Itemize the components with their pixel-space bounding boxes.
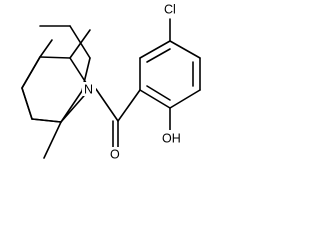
bond xyxy=(21,87,33,120)
bond xyxy=(139,89,171,109)
bond xyxy=(21,56,41,89)
hydroxyl-label-background xyxy=(160,130,184,146)
nitrogen-label: N xyxy=(84,82,93,96)
bond xyxy=(39,56,71,59)
chlorine-label-background xyxy=(162,2,180,16)
bond xyxy=(139,40,171,59)
nitrogen-atom: N xyxy=(82,82,96,96)
bond xyxy=(39,39,53,58)
piperidine-core xyxy=(21,56,91,123)
methyl-bond-top xyxy=(69,29,91,59)
bond xyxy=(169,89,201,109)
hydroxyl-group: OH xyxy=(160,130,184,146)
bond xyxy=(169,40,201,59)
aromatic-double-bond xyxy=(146,85,171,101)
nitrogen-label-background xyxy=(82,82,96,96)
oxygen-label-background xyxy=(108,147,122,161)
chlorine-label: Cl xyxy=(164,2,176,16)
chemical-structure-diagram: Cl N O OH xyxy=(21,2,201,161)
carbonyl-oxygen-atom: O xyxy=(108,147,122,161)
bond xyxy=(69,25,91,59)
chlorine-atom: Cl xyxy=(162,2,180,16)
hydroxyl-label: OH xyxy=(162,131,181,145)
oxygen-label: O xyxy=(110,147,120,161)
n-carbonyl-bond xyxy=(95,88,119,122)
bond xyxy=(31,118,62,123)
methyl-bond-bottom xyxy=(43,121,62,159)
carbonyl-aryl-bond xyxy=(117,89,141,122)
aromatic-double-bond xyxy=(146,48,171,63)
benzene-ring xyxy=(139,40,201,109)
